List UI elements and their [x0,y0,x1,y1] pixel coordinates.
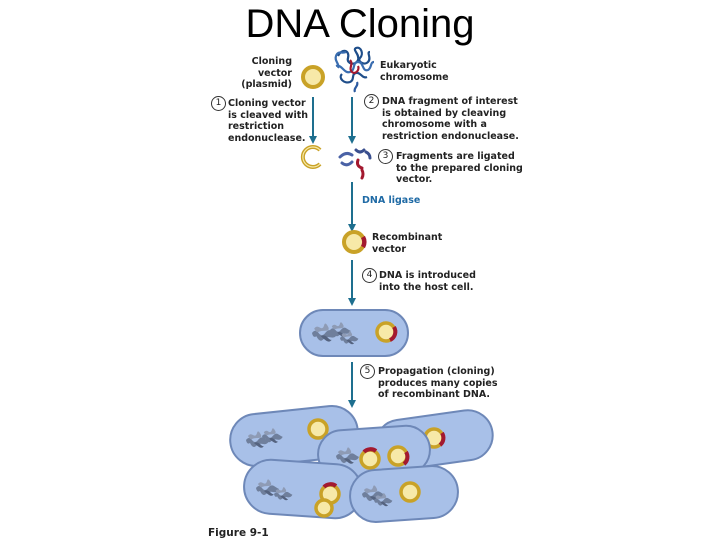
label-line: vector [372,243,407,255]
host-cell [243,458,363,520]
recombinant-vector-label: Recombinant vector [372,232,442,255]
label-line: produces many copies [378,377,498,389]
label-line: restriction [228,121,284,132]
label-line: vector [257,67,292,79]
label-line: Cloning [251,56,292,67]
step-2-text: DNA fragment of interest is obtained by … [382,96,519,142]
label-line: chromosome [380,71,449,83]
label-line: Eukaryotic [380,60,437,71]
label-line: restriction endonuclease. [382,130,519,142]
step-1-marker: 1 [211,96,226,111]
step-2-marker: 2 [364,94,379,109]
cleaved-plasmid-icon [300,145,322,169]
step-4-text: DNA is introduced into the host cell. [379,270,476,293]
host-cell [349,465,459,523]
label-line: DNA fragment of interest [382,96,518,107]
host-cell-cluster [229,405,494,523]
label-line: Fragments are ligated [396,151,515,162]
page-title: DNA Cloning [245,2,475,46]
dna-ligase-label: DNA ligase [362,195,421,206]
label-line: Cloning vector [228,98,306,109]
label-line: Recombinant [372,232,443,243]
chromosome-icon [334,46,375,93]
label-line: of recombinant DNA. [378,389,490,400]
recombinant-vector-icon [342,230,367,254]
label-line: vector. [396,174,433,185]
label-line: (plasmid) [241,79,292,90]
figure-caption: Figure 9-1 [208,527,269,539]
step-1-text: Cloning vector is cleaved with restricti… [228,98,308,144]
host-cell [299,309,409,357]
eukaryotic-chromosome-label: Eukaryotic chromosome [380,60,449,83]
host-cell [317,424,431,480]
label-line: into the host cell. [379,281,474,293]
label-line: is cleaved with [228,109,309,121]
plasmid-icon [301,65,325,89]
dna-fragments-icon [338,148,372,180]
label-line: DNA is introduced [379,270,476,281]
label-line: Propagation (cloning) [378,366,495,377]
label-line: chromosome with a [382,119,487,130]
step-5-marker: 5 [360,364,375,379]
step-3-text: Fragments are ligated to the prepared cl… [396,151,523,186]
label-line: endonuclease. [228,132,306,144]
label-line: is obtained by cleaving [382,107,507,119]
cloning-vector-label: Cloning vector (plasmid) [228,56,292,91]
step-4-marker: 4 [362,268,377,283]
label-line: to the prepared cloning [396,162,523,174]
step-3-marker: 3 [378,149,393,164]
step-5-text: Propagation (cloning) produces many copi… [378,366,498,401]
